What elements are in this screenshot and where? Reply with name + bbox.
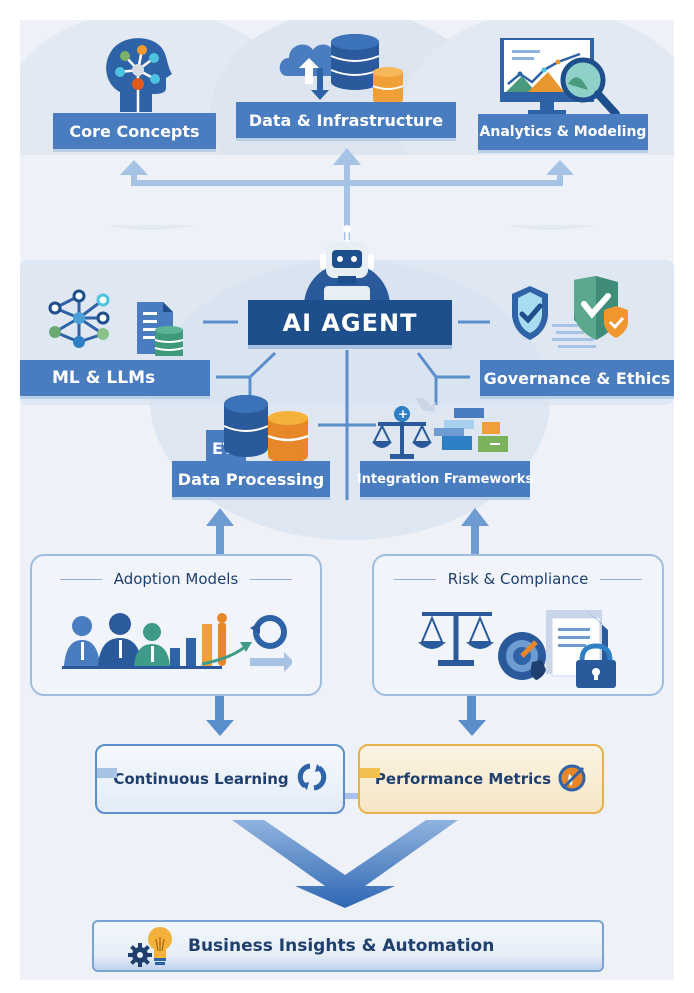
adoption-models-title: Adoption Models <box>32 570 320 588</box>
continuous-learning-box: Continuous Learning <box>95 744 345 814</box>
ai-agent-label: AI AGENT <box>248 300 452 345</box>
gauge-icon <box>557 762 587 796</box>
etl-database-icon: ET <box>206 392 321 470</box>
connectors-layer <box>20 20 674 908</box>
adoption-models-panel: Adoption Models <box>30 554 322 696</box>
title-rule <box>393 578 436 580</box>
performance-metrics-tab <box>360 768 380 778</box>
core-concepts-label: Core Concepts <box>53 113 216 149</box>
adoption-models-label: Adoption Models <box>113 570 239 588</box>
top-connectors <box>120 148 574 240</box>
governance-ethics-label: Governance & Ethics <box>480 360 674 396</box>
monitor-chart-magnifier-icon <box>498 36 628 134</box>
scale-blocks-icon: + <box>372 397 512 470</box>
risk-compliance-label: Risk & Compliance <box>447 570 589 588</box>
neural-network-document-icon <box>45 288 195 362</box>
brain-network-icon <box>100 34 180 116</box>
panel-down-arrows <box>206 692 486 736</box>
analytics-modeling-label: Analytics & Modeling <box>478 114 648 150</box>
merge-arrow <box>232 820 458 908</box>
risk-compliance-panel: Risk & Compliance <box>372 554 664 696</box>
performance-metrics-box: Performance Metrics <box>358 744 604 814</box>
title-rule <box>59 578 102 580</box>
risk-compliance-title: Risk & Compliance <box>374 570 662 588</box>
shield-check-icon <box>508 276 648 356</box>
svg-text:+: + <box>398 407 408 421</box>
integration-frameworks-label: Integration Frameworks <box>357 461 533 497</box>
data-infrastructure-label: Data & Infrastructure <box>236 102 456 138</box>
agent-connectors <box>203 320 490 500</box>
ml-llms-label: ML & LLMs <box>20 360 210 396</box>
gear-lightbulb-icon <box>128 925 174 967</box>
diagram-canvas: Core Concepts Data & Infrastructure <box>20 20 674 980</box>
cloud-database-icon <box>277 28 407 112</box>
title-rule <box>250 578 293 580</box>
title-rule <box>600 578 643 580</box>
continuous-learning-tab <box>97 768 117 778</box>
outcome-link <box>342 793 362 799</box>
scale-gauge-document-lock-icon <box>418 604 628 694</box>
refresh-cycle-icon <box>297 762 327 796</box>
business-insights-label: Business Insights & Automation <box>188 936 495 956</box>
continuous-learning-label: Continuous Learning <box>113 770 289 788</box>
business-insights-box: Business Insights & Automation <box>92 920 604 972</box>
data-processing-label: Data Processing <box>172 461 330 497</box>
people-growth-chart-icon <box>62 608 294 682</box>
performance-metrics-label: Performance Metrics <box>374 770 552 788</box>
panel-up-arrows <box>206 508 489 560</box>
